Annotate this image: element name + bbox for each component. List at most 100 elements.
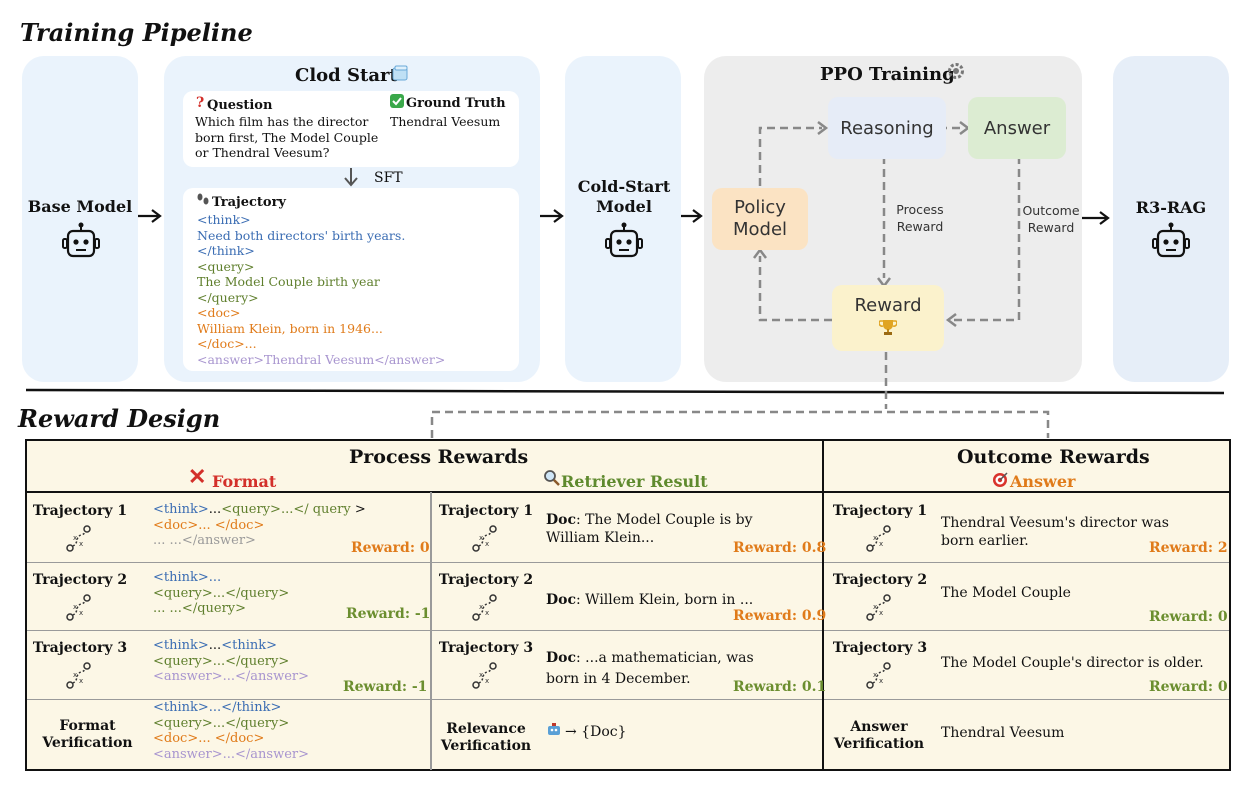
doc-text: : ...a mathematician, was born in 4 Dece… <box>546 650 754 687</box>
answer-text-2: The Model Couple <box>941 585 1071 601</box>
svg-text:x: x <box>879 540 883 548</box>
trajectory-path-icon: xx <box>866 594 891 621</box>
svg-text:x: x <box>879 677 883 685</box>
tag-answer: <answer>...</answer> <box>153 669 310 684</box>
question-card <box>183 91 519 167</box>
trajectory-path-icon: xx <box>66 662 91 689</box>
retriever-reward-1: Reward: 0.8 <box>733 540 827 556</box>
process-reward-label: Process Reward <box>896 202 944 234</box>
question-text: Which film has the director born first, … <box>195 114 379 160</box>
checkmark-icon <box>390 94 404 108</box>
svg-text:x: x <box>479 671 483 679</box>
format-reward-1: Reward: 0 <box>351 540 430 556</box>
svg-text:x: x <box>479 603 483 611</box>
ice-cube-icon <box>392 65 408 81</box>
trajectory-row-label: Trajectory 2 <box>832 572 928 588</box>
row-divider <box>27 630 1229 631</box>
trajectory-text: <think> Need both directors' birth years… <box>197 212 512 367</box>
magnifier-icon <box>544 470 560 486</box>
question-mark-icon: ? <box>196 95 205 111</box>
trajectory-path-icon: xx <box>866 525 891 552</box>
cold-start-title: Clod Start <box>295 65 398 86</box>
sft-label: SFT <box>374 170 403 186</box>
answer-text-3: The Model Couple's director is older. <box>941 655 1204 671</box>
traj-think-open: <think> <box>197 212 251 227</box>
svg-text:x: x <box>873 534 877 542</box>
cold-start-model-panel <box>565 56 681 382</box>
answer-reward-3: Reward: 0 <box>1149 679 1228 695</box>
tag-query: <query>...</query> <box>153 585 290 601</box>
trajectory-path-icon: xx <box>66 594 91 621</box>
svg-text:x: x <box>873 603 877 611</box>
cold-start-model-label: Cold-Start Model <box>577 177 671 216</box>
section-divider <box>25 352 1225 438</box>
robot-icon <box>62 222 100 258</box>
format-label: Format <box>212 472 277 491</box>
ellipsis: ... <box>208 502 222 517</box>
base-model-panel <box>22 56 138 382</box>
traj-think-close: </think> <box>197 243 255 258</box>
col-divider <box>430 492 432 770</box>
format-traj-2: <think>... <query>...</query> ... ...</q… <box>153 570 423 617</box>
reasoning-box: Reasoning <box>828 97 946 159</box>
arrow-down-icon <box>344 168 358 187</box>
retriever-reward-2: Reward: 0.9 <box>733 608 827 624</box>
reward-label: Reward <box>854 295 922 316</box>
traj-query-close: </query> <box>197 289 259 305</box>
trajectory-path-icon: xx <box>472 662 497 689</box>
retriever-doc-3: Doc: ...a mathematician, was born in 4 D… <box>546 648 791 690</box>
traj-think-text: Need both directors' birth years. <box>197 227 406 243</box>
svg-text:x: x <box>79 540 83 548</box>
ellipsis: ... <box>208 638 222 653</box>
trajectory-path-icon: xx <box>866 662 891 689</box>
trajectory-row-label: Trajectory 2 <box>32 572 128 588</box>
svg-text:x: x <box>73 603 77 611</box>
tag-query: <query>...</query> <box>153 653 290 669</box>
traj-doc-text: William Klein, born in 1946... <box>197 320 383 336</box>
retriever-doc-2: Doc: Willem Klein, born in ... <box>546 591 791 609</box>
trajectory-row-label: Trajectory 1 <box>438 503 534 519</box>
reward-box: Reward <box>832 285 944 351</box>
answer-text-1: Thendral Veesum's director was born earl… <box>941 515 1169 549</box>
arrow-right-icon <box>540 209 564 223</box>
format-reward-2: Reward: -1 <box>346 606 431 622</box>
ground-truth-text: Thendral Veesum <box>390 114 501 129</box>
format-verification-label: Format Verification <box>42 718 133 751</box>
trajectory-row-label: Trajectory 3 <box>832 640 928 656</box>
trajectory-row-label: Trajectory 1 <box>32 503 128 519</box>
trajectory-row-label: Trajectory 1 <box>832 503 928 519</box>
tag-doc: <doc>... </doc> <box>153 731 265 746</box>
reward-table <box>25 439 1231 771</box>
r3rag-panel <box>1113 56 1229 382</box>
reward-design-title: Reward Design <box>18 404 221 433</box>
doc-label: Doc <box>546 592 577 608</box>
tag-think: <think>... <box>153 570 222 585</box>
svg-text:x: x <box>73 671 77 679</box>
robot-small-icon <box>548 723 560 735</box>
process-rewards-header: Process Rewards <box>349 446 529 468</box>
relevance-verification-label: Relevance Verification <box>440 721 532 754</box>
arrow-right-icon <box>138 209 162 223</box>
base-model-label: Base Model <box>27 197 133 216</box>
svg-text:x: x <box>879 609 883 617</box>
row-divider <box>27 699 1229 700</box>
retriever-doc-1: Doc: The Model Couple is by William Klei… <box>546 511 791 547</box>
training-pipeline-title: Training Pipeline <box>20 18 253 47</box>
trajectory-row-label: Trajectory 3 <box>438 640 534 656</box>
answer-reward-2: Reward: 0 <box>1149 609 1228 625</box>
trophy-icon <box>879 320 897 335</box>
doc-label: Doc <box>546 650 577 666</box>
footprints-icon <box>197 193 209 205</box>
arrow-right-icon <box>681 209 703 223</box>
trajectory-path-icon: xx <box>472 525 497 552</box>
traj-doc-open: <doc> <box>197 305 241 320</box>
answer-box: Answer <box>968 97 1066 159</box>
format-verification-lines: <think>...</think> <query>...</query> <d… <box>153 700 423 762</box>
svg-text:x: x <box>73 534 77 542</box>
tag-think: <think> <box>153 502 209 517</box>
svg-text:x: x <box>485 540 489 548</box>
tag-answer: ... ...</answer> <box>153 533 256 548</box>
doc-text: : The Model Couple is by William Klein..… <box>546 512 753 546</box>
tag-think: <think> <box>221 638 277 653</box>
svg-text:x: x <box>479 534 483 542</box>
